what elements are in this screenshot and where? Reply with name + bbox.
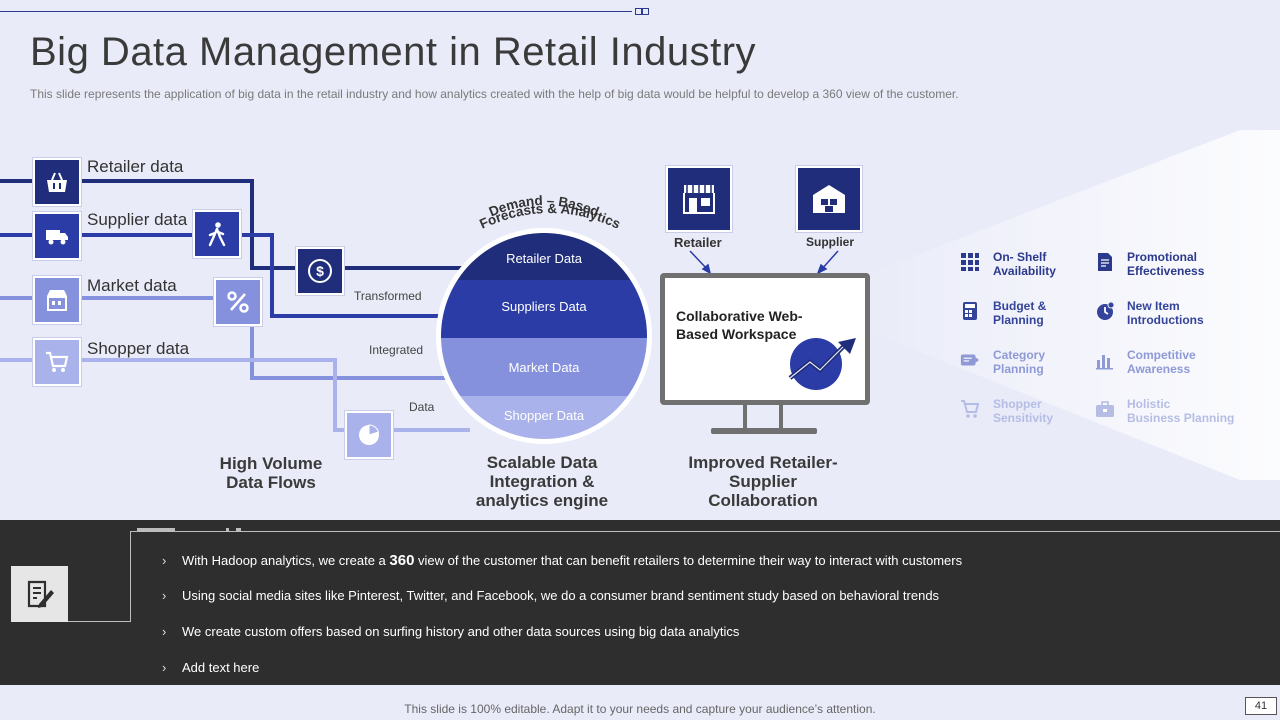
page-number: 41	[1245, 697, 1277, 715]
walking-person-icon	[208, 222, 226, 247]
monitor-screen	[660, 273, 870, 405]
monitor-base	[711, 428, 817, 434]
dollar-coin-icon: $	[308, 259, 332, 283]
walking-person-icon-box	[193, 210, 241, 258]
bullet-3: ›We create custom offers based on surfin…	[162, 624, 740, 639]
market-data-icon-box	[33, 276, 81, 324]
pie-chart-icon-box	[345, 411, 393, 459]
panel-bottom-rule	[68, 621, 131, 622]
bullet-1: ›With Hadoop analytics, we create a 360 …	[162, 552, 963, 569]
cart-icon	[960, 399, 980, 419]
arc-title-line2: Forecasts & Analytics	[477, 201, 622, 232]
top-rule-square	[642, 8, 649, 15]
analytics-engine-circle: Demand – Based Retailer Data Suppliers D…	[436, 193, 652, 444]
document-icon	[1095, 252, 1115, 272]
storefront-icon	[683, 185, 715, 214]
store-icon	[47, 290, 67, 311]
shopper-data-label: Shopper data	[87, 339, 190, 358]
market-data-label: Market data	[87, 276, 177, 295]
cart-icon	[46, 351, 69, 372]
notes-icon-box	[11, 566, 68, 622]
workspace-arrows	[689, 250, 839, 275]
footer-note: This slide is 100% editable. Adapt it to…	[404, 702, 876, 716]
high-volume-caption: High Volume Data Flows	[219, 454, 323, 492]
basket-icon	[47, 172, 67, 192]
band-suppliers-data: Suppliers Data	[501, 299, 587, 314]
growth-chart-icon	[788, 338, 856, 390]
supplier-data-label: Supplier data	[87, 210, 188, 229]
grid-icon	[960, 252, 980, 272]
engine-caption: Scalable Data Integration & analytics en…	[475, 453, 609, 510]
bullet-4: ›Add text here	[162, 660, 260, 675]
supplier-warehouse-icon-box	[796, 166, 862, 232]
bottom-notes-panel	[0, 520, 1280, 685]
retailer-data-label: Retailer data	[87, 157, 184, 176]
bullet-2: ›Using social media sites like Pinterest…	[162, 588, 940, 603]
category-icon	[960, 350, 980, 370]
chart-icon	[1095, 350, 1115, 370]
supplier-label: Supplier	[806, 235, 855, 249]
workspace-screen-text: Collaborative Web- Based Workspace	[676, 308, 803, 342]
pie-chart-icon	[359, 424, 380, 445]
notepad-pen-icon	[27, 580, 54, 608]
warehouse-icon	[813, 185, 845, 213]
transformed-label: Transformed	[354, 289, 422, 303]
beam-shape	[865, 130, 1280, 480]
percent-icon	[227, 291, 249, 313]
band-market-data: Market Data	[509, 360, 581, 375]
monitor-stand-right	[779, 400, 783, 430]
arc-title-line2-svg: Forecasts & Analytics	[477, 201, 622, 232]
dollar-icon-box: $	[296, 247, 344, 295]
panel-left-rule	[130, 531, 131, 622]
page-title: Big Data Management in Retail Industry	[30, 30, 757, 74]
retailer-label: Retailer	[674, 235, 722, 250]
supplier-data-icon-box	[33, 212, 81, 260]
svg-text:$: $	[316, 263, 324, 279]
collaboration-caption: Improved Retailer- Supplier Collaboratio…	[688, 453, 838, 510]
briefcase-icon	[1095, 399, 1115, 419]
band-shopper-data: Shopper Data	[504, 408, 585, 423]
new-item-icon	[1095, 301, 1115, 321]
truck-icon	[46, 230, 68, 245]
calculator-icon	[960, 301, 980, 321]
feature-budget: Budget &Planning	[993, 299, 1047, 327]
panel-top-rule	[130, 531, 1280, 532]
retailer-data-icon-box	[33, 158, 81, 206]
page-subtitle: This slide represents the application of…	[30, 87, 959, 101]
panel-accent-bar	[137, 528, 175, 532]
panel-accent-dot	[236, 528, 241, 532]
panel-accent-dot	[226, 528, 229, 532]
data-label: Data	[409, 400, 435, 414]
top-rule	[0, 11, 632, 12]
shopper-data-icon-box	[33, 338, 81, 386]
integrated-label: Integrated	[369, 343, 424, 357]
band-retailer-data: Retailer Data	[506, 251, 583, 266]
monitor-stand-left	[743, 400, 747, 430]
retailer-store-icon-box	[666, 166, 732, 232]
percent-icon-box	[214, 278, 262, 326]
data-flow-lines	[0, 179, 470, 432]
top-rule-square	[635, 8, 642, 15]
